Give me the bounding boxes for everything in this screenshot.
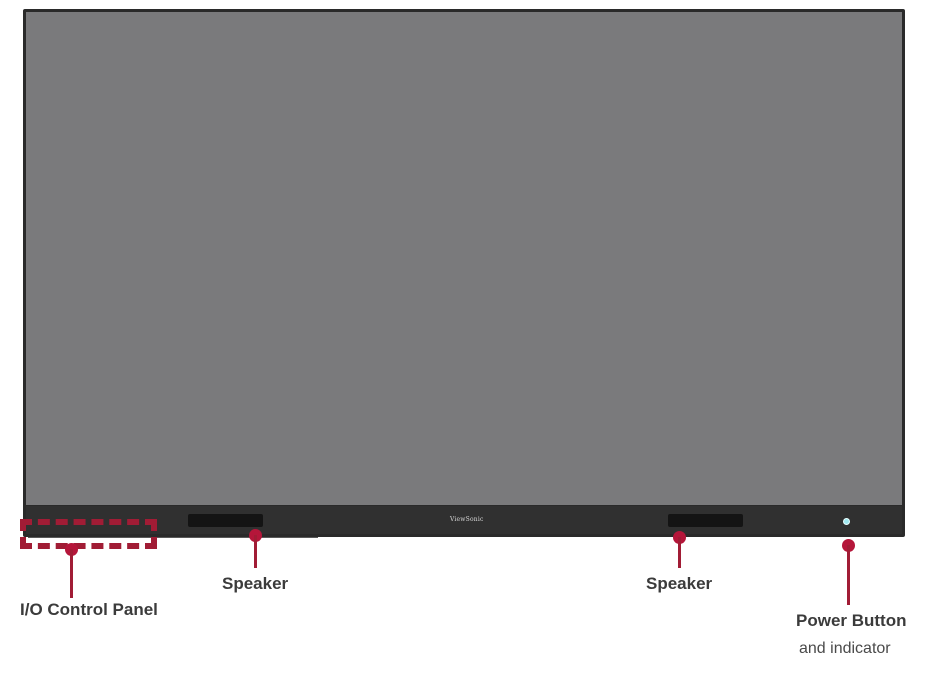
brand-logo: ViewSonic [450,516,484,523]
left-speaker-grille [188,514,263,527]
speaker-left-label: Speaker [222,574,289,593]
io-panel-callout-line [70,549,73,598]
bottom-bezel: ViewSonic [26,506,902,534]
bottom-edge-strip [28,537,318,538]
power-callout-line [847,545,850,605]
speaker-right-label: Speaker [646,574,713,593]
io-panel-highlight-box [20,519,157,549]
power-indicator-light [843,518,850,525]
display-screen [26,12,902,505]
display-panel: ViewSonic [23,9,905,537]
right-speaker-grille [668,514,743,527]
power-button-label: Power Button [796,611,907,630]
power-indicator-label: and indicator [799,640,891,657]
speaker-right-callout-line [678,537,681,568]
io-panel-label: I/O Control Panel [20,600,158,619]
speaker-left-callout-line [254,535,257,568]
